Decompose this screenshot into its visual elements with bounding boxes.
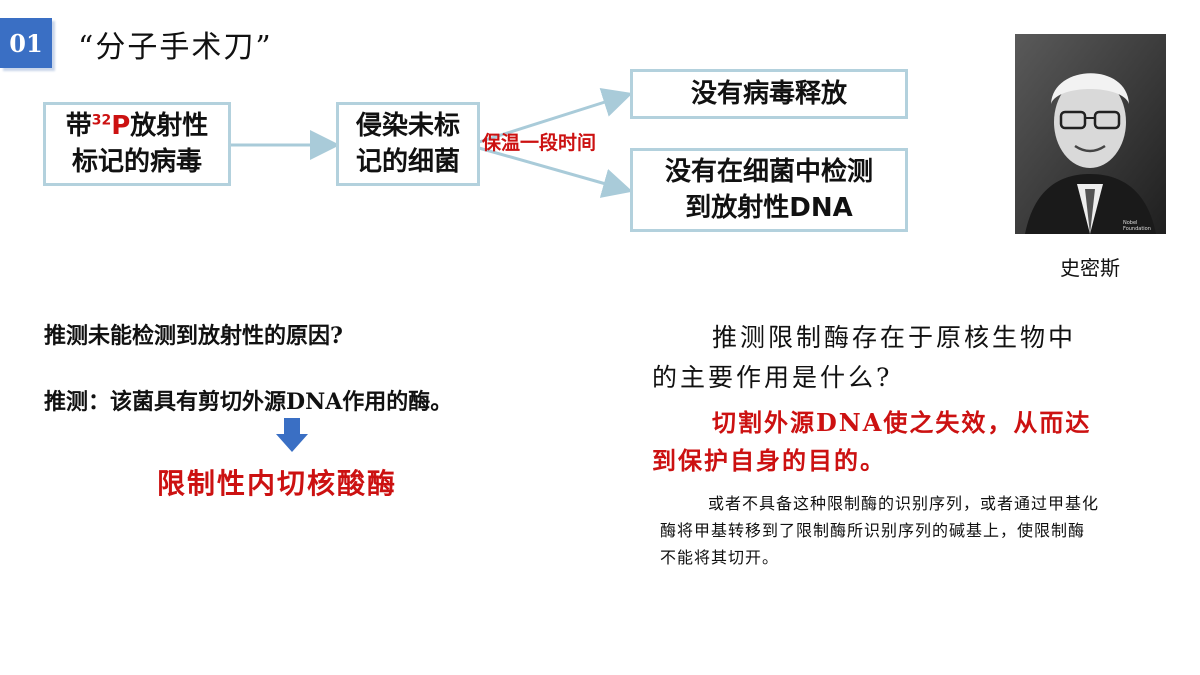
- flow-box-labeled-virus: 带32P放射性 标记的病毒: [43, 102, 231, 186]
- right-answer: 切割外源DNA使之失效，从而达到保护自身的目的。: [652, 408, 1092, 475]
- left-inference: 推测：该菌具有剪切外源DNA作用的酶。: [44, 389, 453, 415]
- labeled-virus-line1: 带32P放射性: [65, 111, 209, 141]
- right-note: 或者不具备这种限制酶的识别序列，或者通过甲基化酶将甲基转移到了限制酶所识别序列的…: [660, 494, 1100, 567]
- right-question: 推测限制酶存在于原核生物中的主要作用是什么?: [652, 323, 1077, 392]
- photo-watermark: Nobel Foundation: [1123, 220, 1151, 232]
- infect-line1: 侵染未标: [355, 111, 460, 141]
- portrait-caption: 史密斯: [1060, 256, 1120, 280]
- labeled-virus-line2: 标记的病毒: [71, 147, 202, 177]
- result2-line1: 没有在细菌中检测: [664, 157, 873, 187]
- condition-label: 保温一段时间: [482, 132, 597, 154]
- result2-line2: 到放射性DNA: [685, 193, 853, 223]
- flow-box-result-no-release: 没有病毒释放: [630, 69, 908, 119]
- left-question: 推测未能检测到放射性的原因?: [44, 323, 343, 349]
- infect-line2: 记的细菌: [355, 147, 460, 177]
- down-arrow-icon: [276, 418, 308, 452]
- flow-box-infect-bacteria: 侵染未标 记的细菌: [336, 102, 480, 186]
- flow-box-result-no-detection: 没有在细菌中检测 到放射性DNA: [630, 148, 908, 232]
- section-title: “分子手术刀”: [78, 30, 273, 65]
- section-number-badge: 01: [0, 18, 52, 68]
- portrait-photo: Nobel Foundation: [1015, 34, 1166, 234]
- left-conclusion: 限制性内切核酸酶: [157, 467, 398, 500]
